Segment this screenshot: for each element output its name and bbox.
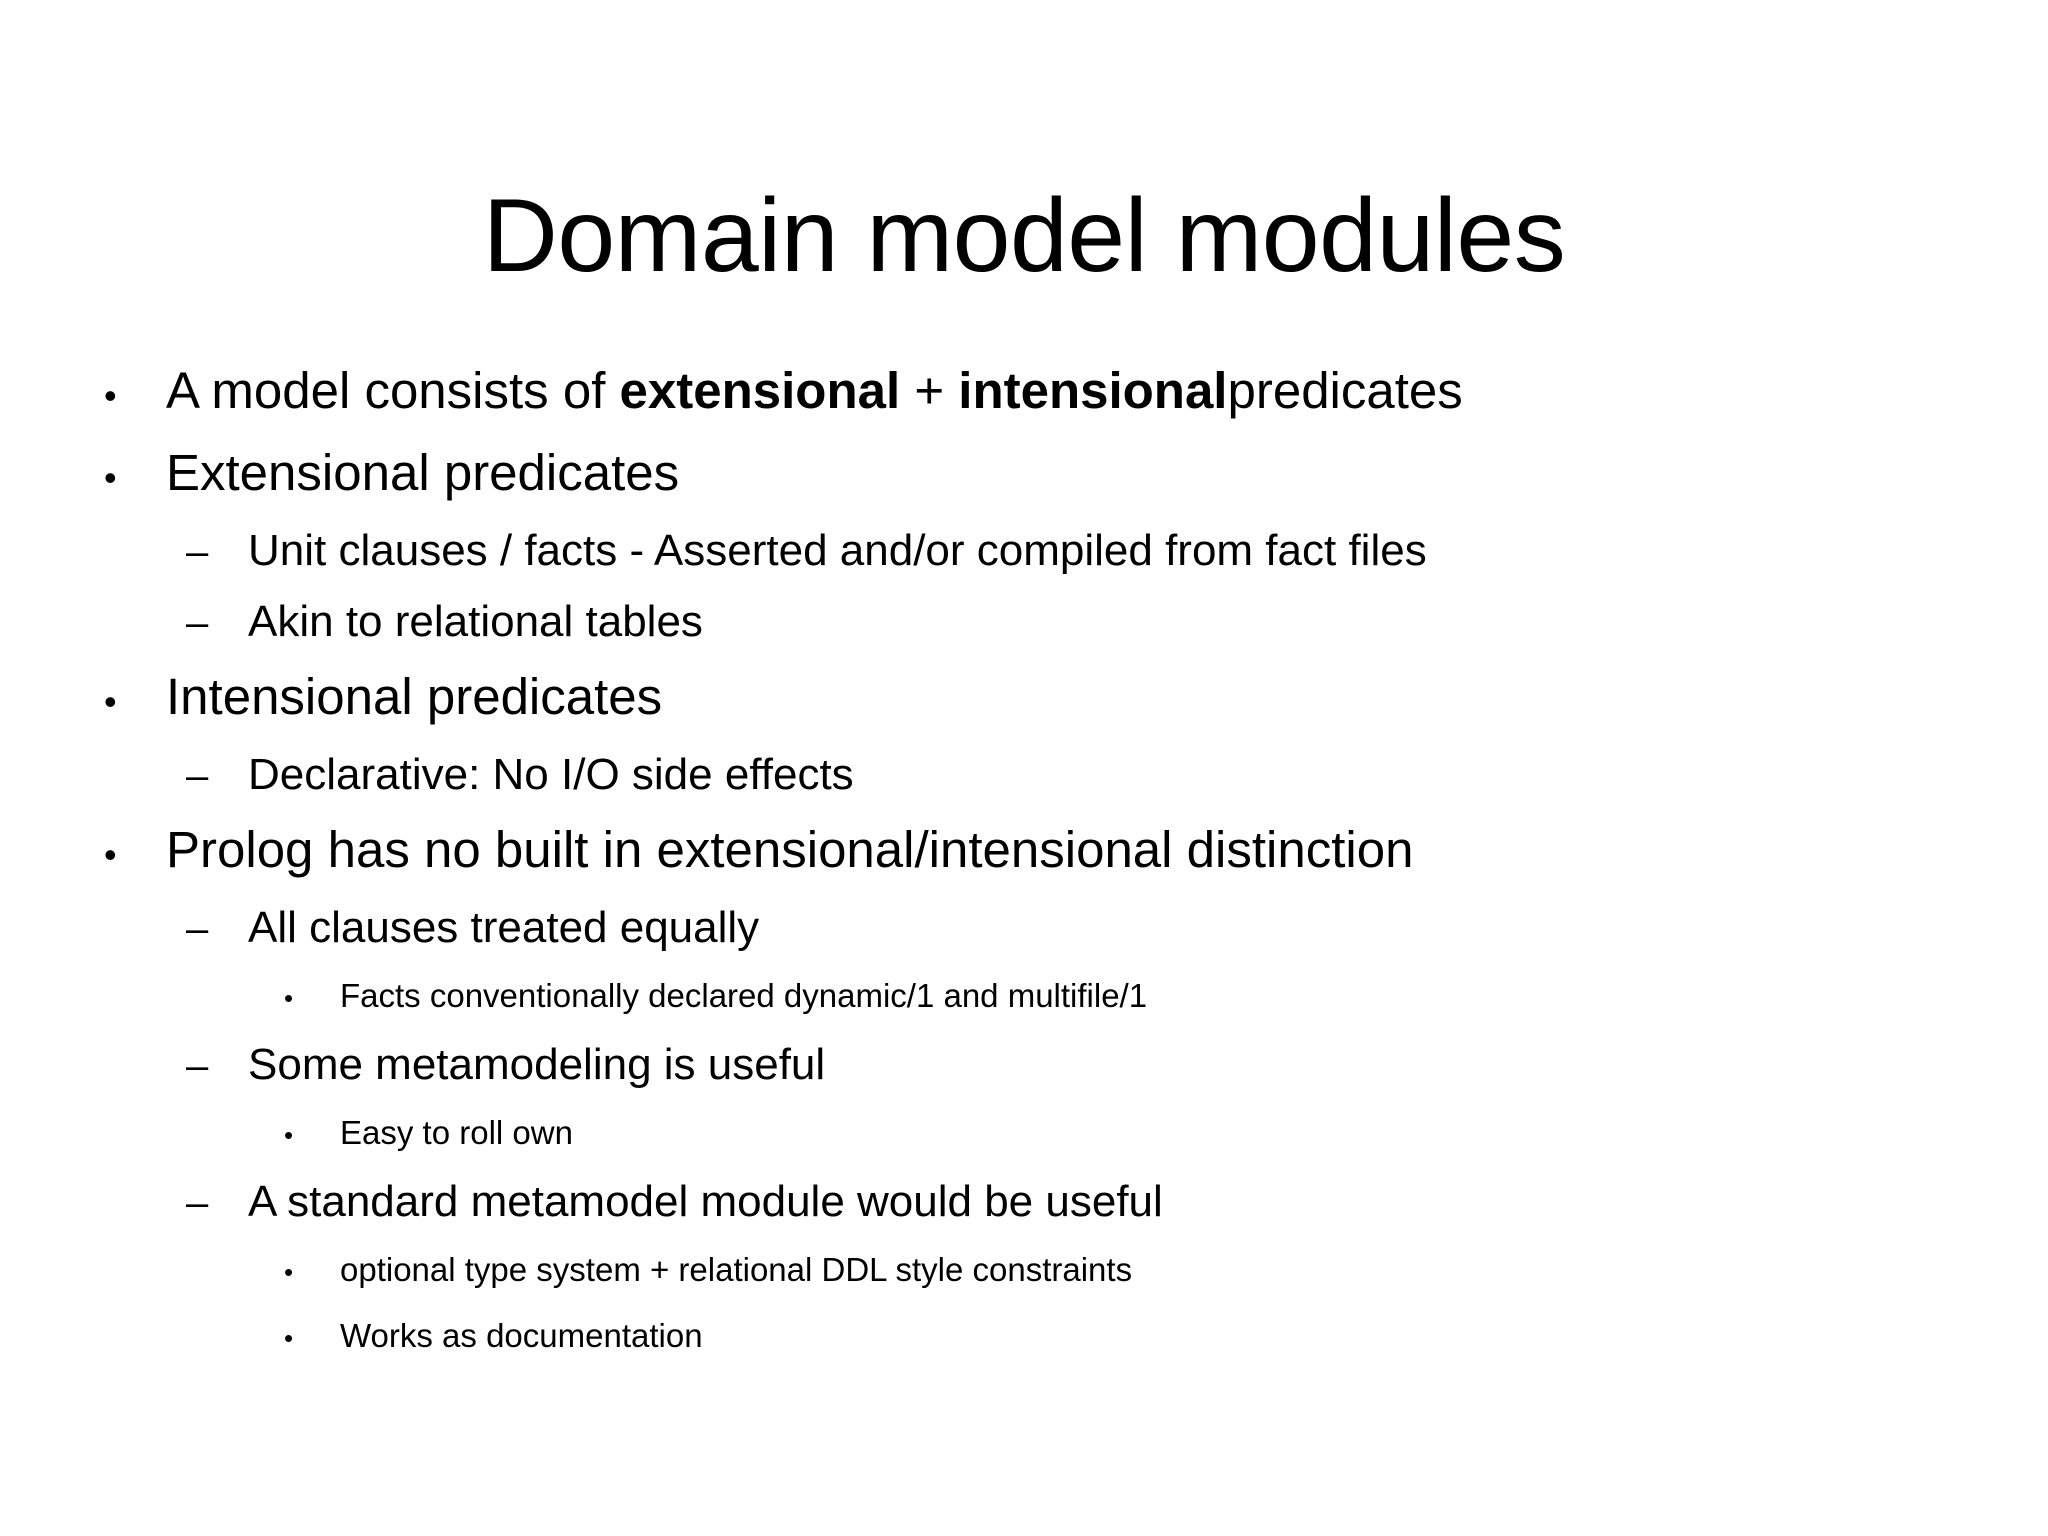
bullet-text: optional type system + relational DDL st… <box>340 1251 1133 1288</box>
bullet-all-clauses-treated-equally: – All clauses treated equally <box>184 893 2044 964</box>
bullet-marker-level3: • <box>284 1323 294 1353</box>
bullet-extensional-predicates: • Extensional predicates <box>100 434 1960 516</box>
bullet-text-bold-intensional: intensional <box>958 362 1228 419</box>
bullet-marker-level3: • <box>284 1257 294 1287</box>
bullet-marker-level1: • <box>104 375 117 416</box>
bullet-text: Intensional predicates <box>166 668 663 725</box>
bullet-text-segment-mid: + <box>900 362 959 419</box>
bullet-marker-level2: – <box>186 1044 209 1088</box>
bullet-easy-to-roll-own: • Easy to roll own <box>278 1101 2048 1167</box>
bullet-text: Akin to relational tables <box>248 597 703 646</box>
bullet-marker-level3: • <box>284 1120 294 1150</box>
bullet-text: A standard metamodel module would be use… <box>248 1177 1163 1226</box>
bullet-works-as-documentation: • Works as documentation <box>278 1304 2048 1370</box>
bullet-text-bold-extensional: extensional <box>619 362 901 419</box>
bullet-text: Works as documentation <box>340 1317 703 1354</box>
bullet-marker-level2: – <box>186 1181 209 1225</box>
bullet-prolog-no-builtin-distinction: • Prolog has no built in extensional/int… <box>100 811 1960 893</box>
bullet-text: Some metamodeling is useful <box>248 1040 826 1089</box>
bullet-model-consists-of: • A model consists of extensional + inte… <box>100 352 1960 434</box>
bullet-text: Facts conventionally declared dynamic/1 … <box>340 977 1148 1014</box>
bullet-standard-metamodel-module: – A standard metamodel module would be u… <box>184 1167 2044 1238</box>
bullet-text: Easy to roll own <box>340 1114 573 1151</box>
bullet-text-segment-after: predicates <box>1227 362 1463 419</box>
slide-body-outline: • A model consists of extensional + inte… <box>100 352 1960 1370</box>
bullet-facts-declared-dynamic-multifile: • Facts conventionally declared dynamic/… <box>278 964 2048 1030</box>
bullet-intensional-predicates: • Intensional predicates <box>100 658 1960 740</box>
bullet-marker-level1: • <box>104 834 117 875</box>
page-title: Domain model modules <box>482 177 1566 294</box>
bullet-text: Extensional predicates <box>166 444 680 501</box>
bullet-marker-level2: – <box>186 601 209 645</box>
bullet-text: Unit clauses / facts - Asserted and/or c… <box>248 526 1427 575</box>
bullet-text: Prolog has no built in extensional/inten… <box>166 821 1414 878</box>
bullet-akin-to-relational-tables: – Akin to relational tables <box>184 587 2044 658</box>
bullet-marker-level2: – <box>186 754 209 798</box>
bullet-some-metamodeling-useful: – Some metamodeling is useful <box>184 1030 2044 1101</box>
bullet-marker-level1: • <box>104 457 117 498</box>
bullet-text: Declarative: No I/O side effects <box>248 750 854 799</box>
bullet-marker-level2: – <box>186 530 209 574</box>
bullet-marker-level3: • <box>284 983 294 1013</box>
bullet-optional-type-system-ddl: • optional type system + relational DDL … <box>278 1238 2048 1304</box>
bullet-marker-level1: • <box>104 681 117 722</box>
bullet-marker-level2: – <box>186 907 209 951</box>
bullet-unit-clauses-facts: – Unit clauses / facts - Asserted and/or… <box>184 516 2044 587</box>
bullet-text-segment-before: A model consists of <box>166 362 620 419</box>
bullet-text: All clauses treated equally <box>248 903 760 952</box>
bullet-text: A model consists of extensional + intens… <box>166 352 1960 429</box>
bullet-declarative-no-io: – Declarative: No I/O side effects <box>184 740 2044 811</box>
